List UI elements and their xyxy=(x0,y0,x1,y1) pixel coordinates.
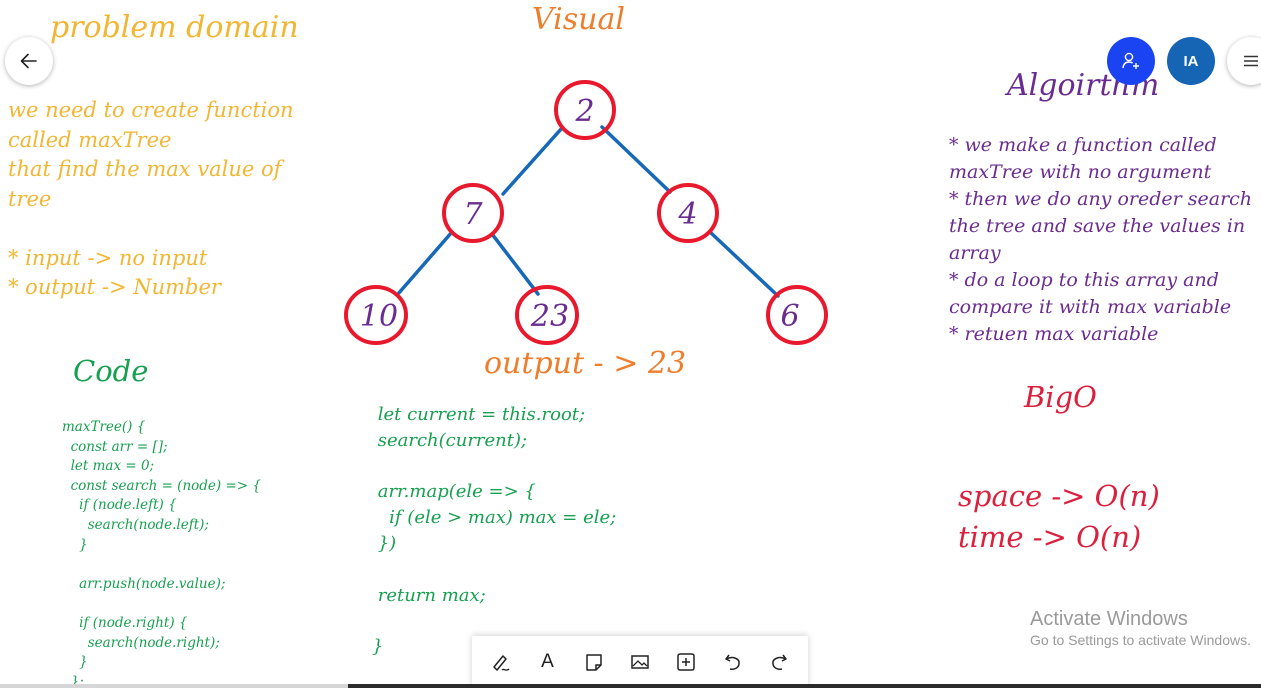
tree-edge xyxy=(708,230,780,298)
back-button[interactable] xyxy=(5,37,53,85)
text-tool-button[interactable]: A xyxy=(530,645,564,679)
bigo-text: space -> O(n) time -> O(n) xyxy=(958,479,1160,554)
menu-button[interactable] xyxy=(1227,37,1261,85)
drawing-toolbar: A xyxy=(472,636,808,688)
pen-tool-button[interactable] xyxy=(484,645,518,679)
tree-node-value: 4 xyxy=(677,197,697,232)
activate-windows-subtitle: Go to Settings to activate Windows. xyxy=(1030,632,1251,648)
image-tool-button[interactable] xyxy=(623,645,657,679)
activate-windows-title: Activate Windows xyxy=(1030,608,1188,630)
code-block-middle: let current = this.root; search(current)… xyxy=(372,404,617,658)
text-icon: A xyxy=(541,651,554,672)
problem-domain-text: we need to create function called maxTre… xyxy=(8,98,294,299)
add-tool-button[interactable] xyxy=(669,645,703,679)
invite-button[interactable] xyxy=(1107,37,1155,85)
code-block-left: maxTree() { const arr = []; let max = 0;… xyxy=(62,419,261,688)
tree-node-circle xyxy=(344,285,408,345)
tree-node-circle xyxy=(766,285,828,345)
avatar-initials: IA xyxy=(1183,52,1199,70)
tree-node-value: 2 xyxy=(574,94,594,129)
undo-icon xyxy=(724,654,740,670)
tree-node-value: 7 xyxy=(463,197,483,232)
taskbar-strip-dark xyxy=(348,684,1261,688)
tree-edge xyxy=(396,230,454,296)
bigo-title: BigO xyxy=(1024,380,1097,414)
tree-node-circle xyxy=(442,183,504,243)
pen-icon xyxy=(493,655,510,671)
output-text: output - > 23 xyxy=(484,346,687,381)
tree-edge xyxy=(600,125,672,194)
undo-button[interactable] xyxy=(716,645,750,679)
sticky-note-icon xyxy=(585,654,602,671)
image-icon xyxy=(631,655,649,669)
arrow-left-icon xyxy=(20,53,37,69)
tree-node-value: 10 xyxy=(360,299,398,334)
sticky-note-tool-button[interactable] xyxy=(577,645,611,679)
hamburger-menu-icon xyxy=(1244,55,1258,67)
add-icon xyxy=(677,653,696,671)
algorithm-text: * we make a function called maxTree with… xyxy=(949,134,1253,345)
tree-node-circle xyxy=(515,285,579,345)
avatar[interactable]: IA xyxy=(1167,37,1215,85)
problem-domain-title: problem domain xyxy=(50,10,299,45)
visual-title: Visual xyxy=(532,2,625,37)
tree-edge xyxy=(490,232,540,296)
tree-node-circle xyxy=(657,183,719,243)
redo-button[interactable] xyxy=(762,645,796,679)
tree-node-value: 6 xyxy=(780,299,799,334)
code-title: Code xyxy=(73,354,149,388)
add-person-icon xyxy=(1122,52,1139,69)
tree-node-circle xyxy=(554,80,616,140)
tree-edge xyxy=(501,126,564,196)
tree-node-value: 23 xyxy=(530,299,569,334)
redo-icon xyxy=(772,654,787,670)
